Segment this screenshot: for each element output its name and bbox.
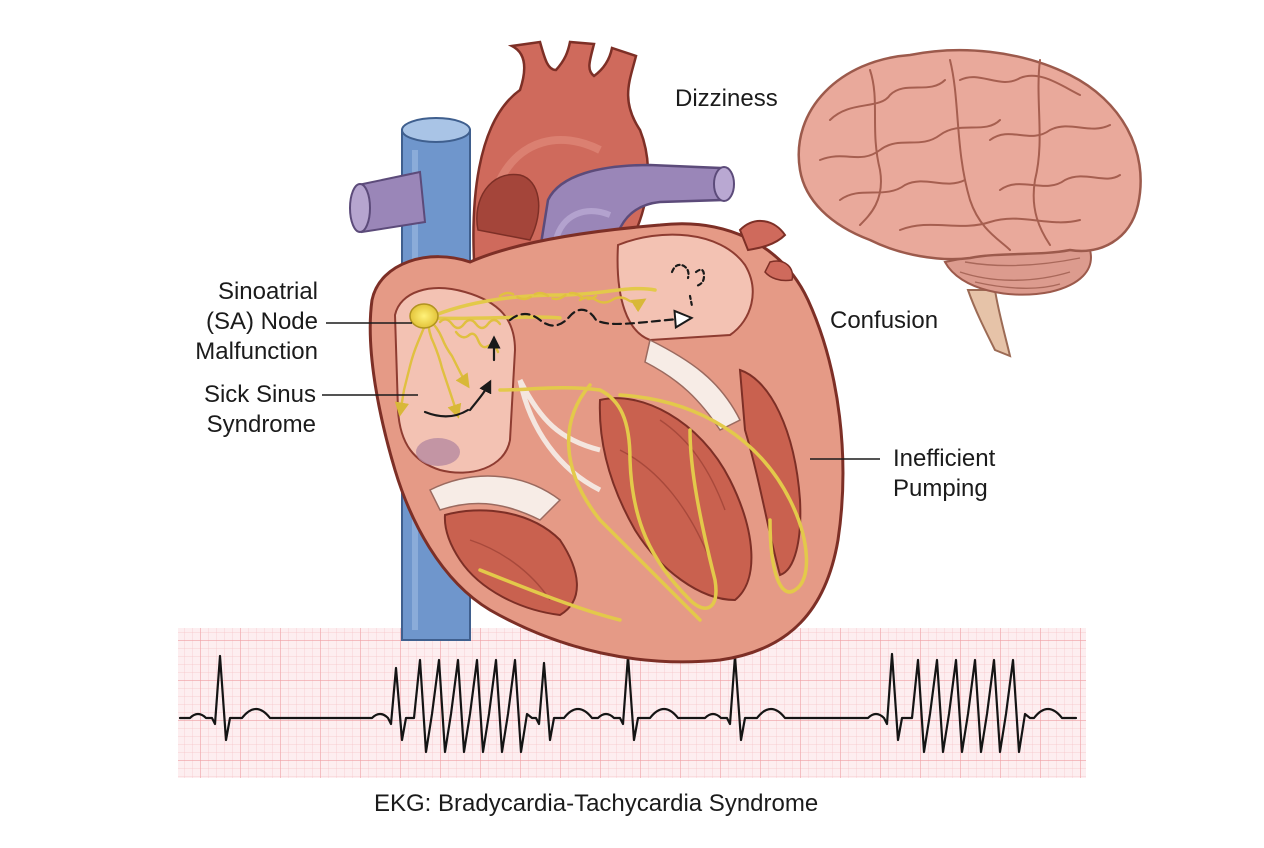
pulmonary-vein-left — [349, 170, 427, 234]
sick-sinus-label: Sick Sinus Syndrome — [204, 380, 316, 440]
ekg-caption: EKG: Bradycardia-Tachycardia Syndrome — [374, 790, 819, 817]
inefficient-pumping-label-line1: Inefficient — [893, 445, 996, 472]
sick-sinus-label-line1: Sick Sinus — [203, 381, 316, 408]
sa-node-label-line3: Malfunction — [195, 338, 318, 365]
heart-body — [368, 220, 845, 664]
abnormal-conduction-arrows — [423, 263, 706, 418]
sa-node-label: Sinoatrial (SA) Node Malfunction — [195, 277, 318, 367]
sa-node — [409, 303, 439, 329]
sa-node-label-line2: (SA) Node — [205, 308, 318, 335]
sick-sinus-label-line2: Syndrome — [206, 411, 316, 438]
confusion-label: Confusion — [830, 307, 939, 334]
brain — [797, 48, 1142, 358]
inefficient-pumping-label: Inefficient Pumping — [893, 444, 995, 504]
dizziness-label: Dizziness — [675, 85, 778, 112]
ekg-trace — [178, 652, 1078, 754]
leader-lines — [322, 322, 880, 460]
inefficient-pumping-label-line2: Pumping — [893, 475, 988, 502]
sa-impulses — [394, 291, 647, 419]
sa-node-label-line1: Sinoatrial — [217, 278, 318, 305]
